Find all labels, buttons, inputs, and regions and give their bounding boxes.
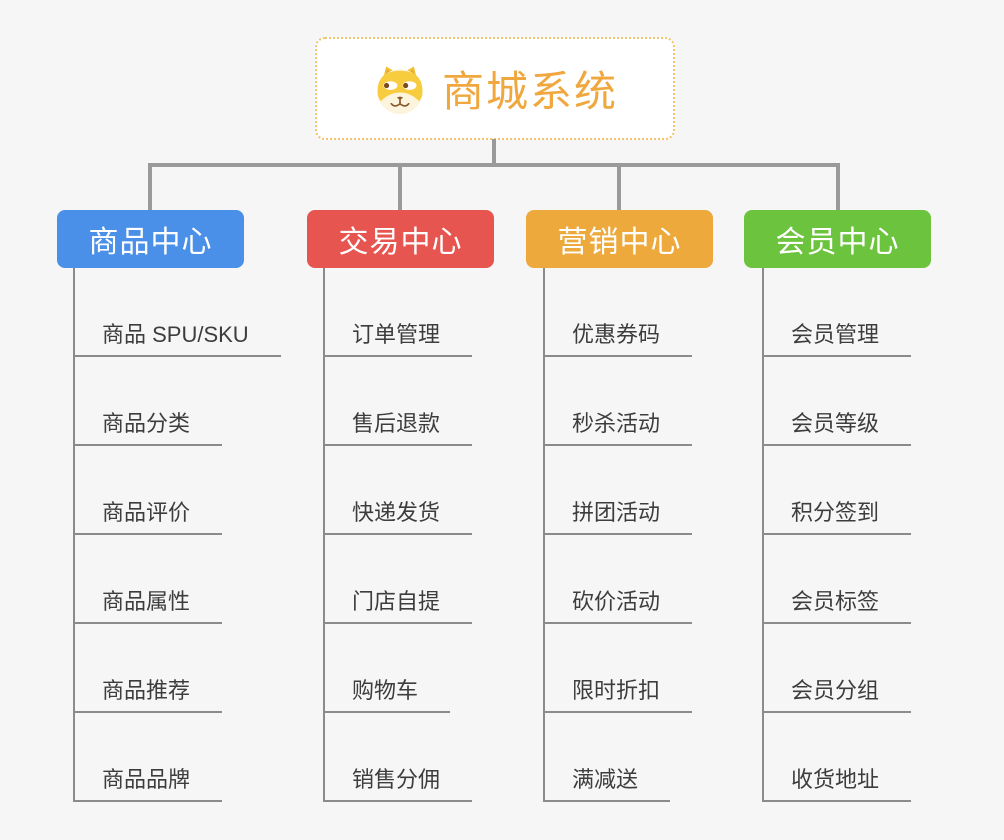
branch-children-marketing-center: 优惠券码 秒杀活动 拼团活动 砍价活动 限时折扣 满减送 [543, 268, 693, 802]
child-node-label[interactable]: 会员分组 [764, 673, 912, 713]
branch-children-trade-center: 订单管理 售后退款 快递发货 门店自提 购物车 销售分佣 [323, 268, 473, 802]
child-node-label[interactable]: 优惠券码 [545, 317, 693, 357]
root-node-mall-system[interactable]: 商城系统 [315, 37, 675, 140]
child-node-label[interactable]: 会员管理 [764, 317, 912, 357]
child-row: 拼团活动 [545, 446, 693, 535]
child-row: 会员标签 [764, 535, 912, 624]
child-row: 会员管理 [764, 268, 912, 357]
branch-drop-line [398, 165, 402, 210]
child-node-label[interactable]: 砍价活动 [545, 584, 693, 624]
child-row: 满减送 [545, 713, 692, 802]
child-row: 购物车 [325, 624, 472, 713]
child-row: 快递发货 [325, 446, 473, 535]
child-row: 砍价活动 [545, 535, 693, 624]
child-row: 会员等级 [764, 357, 912, 446]
child-node-label[interactable]: 购物车 [325, 673, 451, 713]
child-node-label[interactable]: 会员等级 [764, 406, 912, 446]
branch-children-member-center: 会员管理 会员等级 积分签到 会员标签 会员分组 收货地址 [762, 268, 912, 802]
child-node-label[interactable]: 商品 SPU/SKU [75, 317, 281, 357]
child-node-label[interactable]: 拼团活动 [545, 495, 693, 535]
root-title: 商城系统 [441, 68, 618, 115]
child-node-label[interactable]: 商品属性 [75, 584, 223, 624]
child-node-label[interactable]: 销售分佣 [325, 762, 473, 802]
child-row: 商品推荐 [75, 624, 281, 713]
child-row: 商品属性 [75, 535, 281, 624]
child-node-label[interactable]: 积分签到 [764, 495, 912, 535]
branch-drop-line [836, 165, 840, 210]
child-row: 商品分类 [75, 357, 281, 446]
child-node-label[interactable]: 满减送 [545, 762, 671, 802]
branch-node-trade-center[interactable]: 交易中心 [307, 210, 494, 268]
branch-drop-line [148, 165, 152, 210]
child-row: 商品评价 [75, 446, 281, 535]
child-node-label[interactable]: 商品评价 [75, 495, 223, 535]
child-node-label[interactable]: 商品品牌 [75, 762, 223, 802]
child-row: 限时折扣 [545, 624, 693, 713]
branch-drop-line [617, 165, 621, 210]
dog-face-icon [377, 65, 423, 114]
child-row: 会员分组 [764, 624, 912, 713]
child-row: 商品 SPU/SKU [75, 268, 281, 357]
child-row: 收货地址 [764, 713, 912, 802]
branch-node-marketing-center[interactable]: 营销中心 [526, 210, 713, 268]
child-node-label[interactable]: 售后退款 [325, 406, 473, 446]
child-node-label[interactable]: 门店自提 [325, 584, 473, 624]
child-row: 秒杀活动 [545, 357, 693, 446]
child-node-label[interactable]: 商品分类 [75, 406, 223, 446]
child-node-label[interactable]: 快递发货 [325, 495, 473, 535]
child-row: 售后退款 [325, 357, 473, 446]
branch-node-member-center[interactable]: 会员中心 [744, 210, 931, 268]
child-node-label[interactable]: 商品推荐 [75, 673, 223, 713]
child-row: 商品品牌 [75, 713, 281, 802]
child-node-label[interactable]: 收货地址 [764, 762, 912, 802]
child-row: 销售分佣 [325, 713, 473, 802]
child-row: 门店自提 [325, 535, 473, 624]
child-row: 积分签到 [764, 446, 912, 535]
child-node-label[interactable]: 限时折扣 [545, 673, 693, 713]
root-stem-line [492, 139, 496, 166]
branch-children-product-center: 商品 SPU/SKU 商品分类 商品评价 商品属性 商品推荐 商品品牌 [73, 268, 281, 802]
branch-node-product-center[interactable]: 商品中心 [57, 210, 244, 268]
child-row: 优惠券码 [545, 268, 693, 357]
child-node-label[interactable]: 会员标签 [764, 584, 912, 624]
child-node-label[interactable]: 秒杀活动 [545, 406, 693, 446]
child-node-label[interactable]: 订单管理 [325, 317, 473, 357]
child-row: 订单管理 [325, 268, 473, 357]
branch-bus-line [148, 163, 840, 167]
